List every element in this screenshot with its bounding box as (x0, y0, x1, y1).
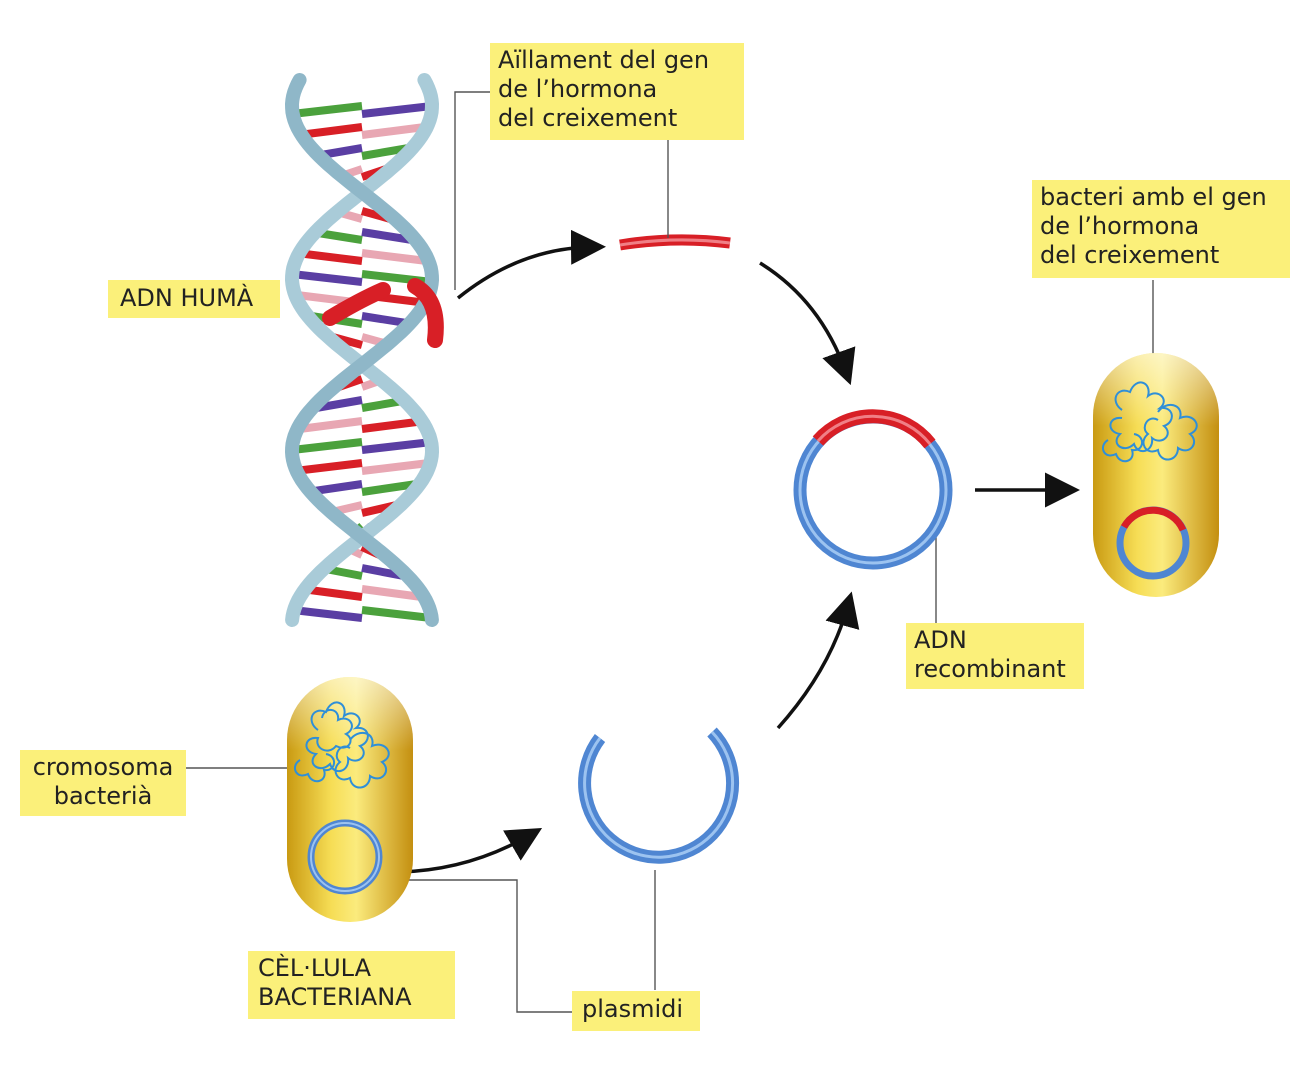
bacterium-cell-icon (287, 677, 413, 922)
flow-arrow-icon (399, 827, 543, 874)
bacterium-with-gene-label: bacteri amb el gen de l’hormona del crei… (1032, 180, 1290, 278)
dna-base-pair (298, 123, 363, 139)
growth-hormone-gene-segment (322, 278, 444, 348)
dna-base-pair (291, 438, 363, 454)
flow-arrow-icon (759, 261, 856, 386)
dna-base-pair (361, 102, 433, 118)
bacterial-cell-label: CÈL·LULA BACTERIANA (248, 951, 455, 1019)
recombinant-dna-ring (793, 409, 953, 570)
dna-base-pair (291, 102, 363, 118)
dna-base-pair (361, 249, 428, 265)
human-dna-label: ADN HUMÀ (108, 280, 280, 318)
dna-base-pair (299, 417, 363, 433)
flow-arrows (399, 229, 1080, 874)
dna-double-helix-icon (284, 73, 444, 627)
dna-base-pair (361, 417, 425, 433)
dna-base-pair (361, 228, 413, 244)
dna-base-pair (361, 585, 423, 601)
dna-base-pair (292, 606, 363, 622)
recombinant-dna-label: ADN recombinant (906, 623, 1084, 689)
bacterial-chromosome (1101, 381, 1198, 463)
flow-arrow-icon (456, 229, 606, 300)
dna-base-pair (291, 270, 363, 286)
gene-isolation-label: Aïllament del gen de l’hormona del creix… (490, 43, 744, 140)
dna-base-pair (294, 459, 363, 475)
dna-base-pair (315, 396, 363, 412)
dna-base-pair (361, 144, 410, 160)
bacterium-with-gene-icon (1093, 353, 1219, 597)
dna-base-pair (361, 480, 418, 496)
dna-base-pair (361, 606, 432, 622)
bacterial-chromosome-label: cromosoma bacterià (20, 750, 186, 816)
dna-base-pair (361, 459, 430, 475)
dna-base-pair (361, 438, 433, 454)
bacterial-chromosome (293, 701, 390, 789)
flow-arrow-icon (776, 591, 860, 730)
plasmid-label: plasmidi (572, 991, 700, 1031)
plasmid-ring-icon (578, 727, 740, 864)
dna-base-pair (296, 249, 363, 265)
dna-base-pair (361, 123, 426, 139)
